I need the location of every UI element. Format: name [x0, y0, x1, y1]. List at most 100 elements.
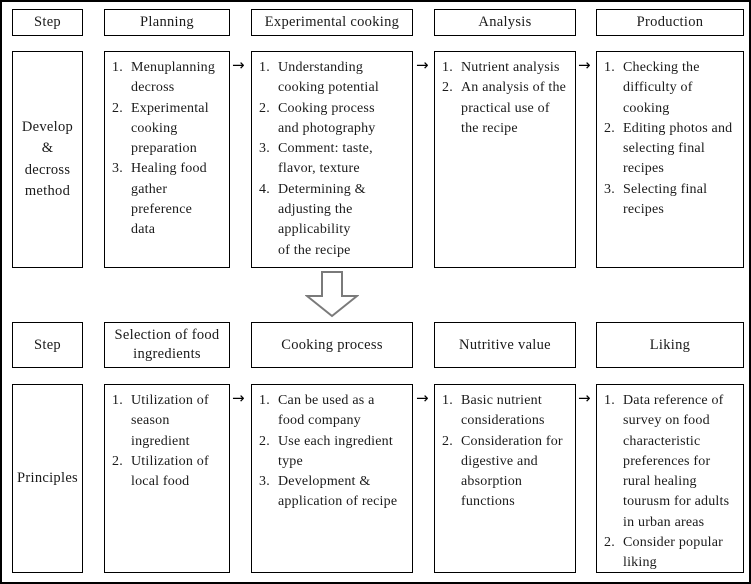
list-item-number: 2. — [112, 100, 123, 116]
header-selection-of-food-ingredients: Selection of food ingredients — [104, 322, 230, 368]
section-one-step-header-label: Step — [34, 14, 61, 31]
list-item: 1. Nutrient analysis — [442, 58, 570, 78]
list-item-number: 2. — [604, 120, 615, 136]
right-arrow-icon: → — [232, 56, 245, 74]
section-two-side-label-text: Principles — [17, 468, 78, 489]
list-item-number: 1. — [112, 393, 123, 408]
list-item: 3.Comment: taste,flavor, texture — [259, 139, 407, 180]
section-two-side-label: Principles — [12, 384, 83, 573]
section-two-step-header: Step — [12, 322, 83, 368]
right-arrow-icon: → — [416, 56, 429, 74]
header-production-label: Production — [636, 14, 704, 31]
list-item-number: 2. — [442, 433, 453, 449]
header-selection-of-food-ingredients-label: Selection of food ingredients — [114, 327, 220, 362]
header-analysis-label: Analysis — [478, 14, 532, 31]
header-nutritive-value: Nutritive value — [434, 322, 576, 368]
side-label-line: Principles — [17, 469, 78, 486]
section-one-step-header: Step — [12, 9, 83, 36]
list-item-number: 1. — [604, 393, 615, 408]
section-one-side-label: Develop & decross method — [12, 51, 83, 268]
list-item-number: 2. — [442, 80, 453, 96]
down-arrow-icon — [305, 271, 359, 318]
list-item-number: 3. — [604, 181, 615, 197]
list-item-number: 1. — [259, 393, 270, 408]
right-arrow-icon: → — [416, 389, 429, 407]
header-planning-label: Planning — [140, 14, 194, 31]
list-item-number: 1. — [442, 393, 453, 408]
list-item-number: 2. — [112, 453, 123, 469]
section-one-side-label-text: Develop & decross method — [22, 117, 73, 201]
side-label-line: Develop — [21, 119, 74, 136]
list-item: 3. Development &application of recipe — [259, 472, 407, 513]
header-cooking-process-label: Cooking process — [281, 336, 383, 353]
list-item-number: 2. — [604, 535, 615, 551]
header-experimental-cooking-label: Experimental cooking — [264, 14, 400, 31]
header-analysis: Analysis — [434, 9, 576, 36]
list-item-number: 3. — [259, 474, 270, 490]
right-arrow-icon: → — [578, 56, 591, 74]
list-item-number: 1. — [259, 60, 270, 75]
list-item-text: Nutrient analysis — [461, 60, 560, 75]
right-arrow-icon: → — [232, 389, 245, 407]
header-experimental-cooking: Experimental cooking — [251, 9, 413, 36]
right-arrow-icon: → — [578, 389, 591, 407]
header-planning: Planning — [104, 9, 230, 36]
list-item-number: 2. — [259, 433, 270, 449]
list-item-number: 1. — [604, 60, 615, 75]
section-two-step-header-label: Step — [34, 336, 61, 353]
header-liking-label: Liking — [649, 336, 691, 353]
side-label-line: decross — [24, 161, 71, 178]
list-item-number: 1. — [442, 60, 453, 75]
header-liking: Liking — [596, 322, 744, 368]
list-item-text: Development &application of recipe — [278, 474, 398, 510]
header-production: Production — [596, 9, 744, 36]
header-nutritive-value-label: Nutritive value — [459, 336, 551, 353]
